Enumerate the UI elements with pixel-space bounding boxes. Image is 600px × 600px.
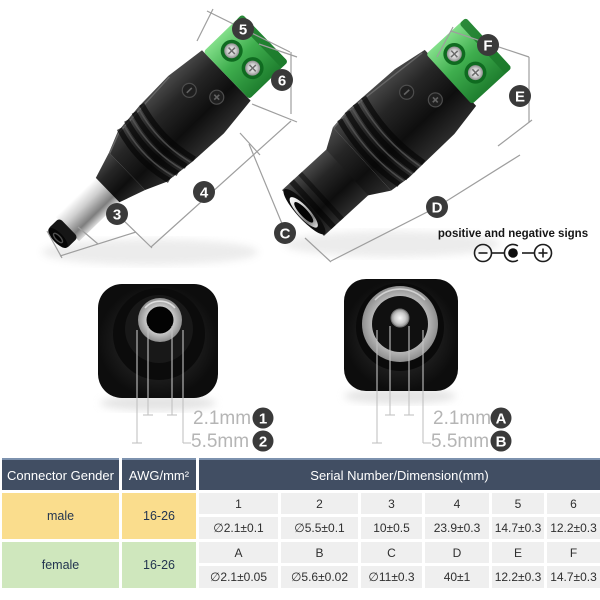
svg-text:5: 5	[239, 22, 247, 39]
male-body	[108, 50, 251, 191]
male-connector-photo	[48, 15, 287, 248]
awg-cell-male: 16-26	[122, 493, 196, 539]
dim-cell: 14.7±0.3	[492, 517, 544, 539]
female-front-view: 2.1mm A 5.5mm B	[344, 279, 512, 452]
dim-cell: ∅11±0.3	[361, 566, 422, 588]
serial-cell: 6	[547, 493, 600, 514]
polarity-diagram: positive and negative signs	[438, 228, 588, 263]
dim-cell: 12.2±0.3	[492, 566, 544, 588]
svg-text:4: 4	[200, 185, 209, 202]
dim-badge-F: F	[477, 34, 499, 56]
female-socket-hole	[294, 202, 314, 223]
dim-cell: 10±0.5	[361, 517, 422, 539]
svg-text:A: A	[496, 411, 507, 428]
male-grip-ribs	[116, 103, 196, 183]
svg-text:C: C	[280, 226, 291, 243]
male-tip-hole	[52, 232, 64, 244]
serial-cell: E	[492, 542, 544, 563]
serial-cell: 4	[425, 493, 489, 514]
female-connector-photo	[282, 18, 511, 236]
dim-badge-B: B	[490, 430, 512, 452]
svg-text:F: F	[483, 38, 492, 55]
svg-text:1: 1	[259, 411, 267, 428]
serial-cell: 5	[492, 493, 544, 514]
polarity-plus-icon	[533, 243, 553, 263]
svg-text:D: D	[432, 200, 443, 217]
svg-text:3: 3	[113, 207, 121, 224]
dim-badge-C: C	[274, 222, 296, 244]
svg-text:B: B	[496, 434, 507, 451]
serial-cell: C	[361, 542, 422, 563]
male-front-view: 2.1mm 1 5.5mm 2	[98, 284, 274, 452]
dim-cell: ∅2.1±0.05	[199, 566, 278, 588]
male-front-dim-2-label: 5.5mm	[191, 431, 249, 452]
male-tip-ring	[48, 219, 77, 248]
polarity-center-positive-icon	[503, 243, 519, 263]
serial-cell: D	[425, 542, 489, 563]
dim-cell: ∅5.6±0.02	[281, 566, 358, 588]
table-header-awg: AWG/mm²	[122, 458, 196, 490]
serial-cell: 3	[361, 493, 422, 514]
spec-table: Connector Gender AWG/mm² Serial Number/D…	[2, 458, 600, 588]
female-grip-ribs	[337, 95, 426, 187]
svg-text:E: E	[515, 89, 525, 106]
gender-cell-male: male	[2, 493, 119, 539]
male-polarity-emboss	[181, 82, 225, 105]
male-barrel	[55, 176, 121, 242]
dim-badge-1: 1	[252, 407, 274, 429]
connector-photo-area: 5 6 4 3	[42, 8, 588, 452]
dim-badge-D: D	[426, 196, 448, 218]
dim-badge-3: 3	[106, 203, 128, 225]
dim-badge-2: 2	[252, 430, 274, 452]
dim-badge-6: 6	[271, 69, 293, 91]
serial-cell: F	[547, 542, 600, 563]
male-front-callout-lines	[132, 326, 191, 444]
serial-cell: A	[199, 542, 278, 563]
gender-cell-female: female	[2, 542, 119, 588]
dim-badge-E: E	[509, 85, 531, 107]
serial-cell: B	[281, 542, 358, 563]
dim-badge-4: 4	[193, 181, 215, 203]
svg-text:6: 6	[278, 73, 286, 90]
serial-cell: 2	[281, 493, 358, 514]
male-front-dim-1-label: 2.1mm	[193, 408, 251, 429]
svg-text:2: 2	[259, 434, 267, 451]
dim-cell: 40±1	[425, 566, 489, 588]
table-header-serial: Serial Number/Dimension(mm)	[199, 458, 600, 490]
female-front-dim-A-label: 2.1mm	[433, 408, 491, 429]
awg-cell-female: 16-26	[122, 542, 196, 588]
table-header-gender: Connector Gender	[2, 458, 119, 490]
male-front-hole	[146, 306, 174, 334]
female-front-dim-B-label: 5.5mm	[431, 431, 489, 452]
male-shadow	[42, 239, 258, 265]
dim-cell: ∅2.1±0.1	[199, 517, 278, 539]
dim-badge-A: A	[490, 407, 512, 429]
dim-badge-5: 5	[232, 18, 254, 40]
serial-cell: 1	[199, 493, 278, 514]
female-shadow	[284, 231, 500, 257]
polarity-title: positive and negative signs	[438, 228, 588, 240]
dim-cell: 23.9±0.3	[425, 517, 489, 539]
dim-cell: 12.2±0.3	[547, 517, 600, 539]
female-polarity-emboss	[399, 84, 443, 108]
female-front-pin	[390, 308, 410, 328]
dim-cell: 14.7±0.3	[547, 566, 600, 588]
dim-cell: ∅5.5±0.1	[281, 517, 358, 539]
female-front-callout-lines	[372, 326, 431, 444]
